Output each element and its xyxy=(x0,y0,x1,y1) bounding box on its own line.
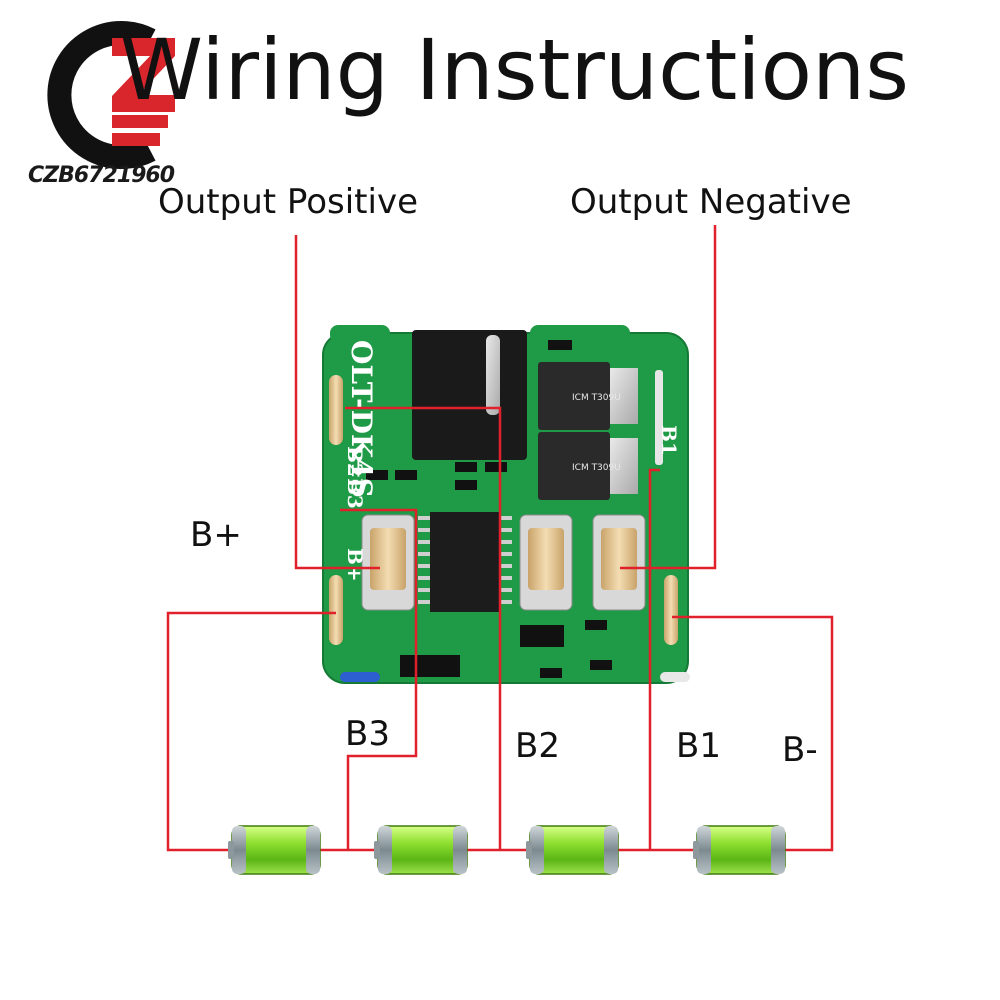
mosfet-lower xyxy=(538,432,610,500)
transistor-body xyxy=(412,330,527,460)
wire-b2 xyxy=(345,406,502,850)
label-b3: B3 xyxy=(345,714,390,754)
wire-output-positive xyxy=(294,235,380,570)
pcb-model-text: OLT-DK4S xyxy=(345,340,378,498)
pcb-board: OLT-DK4S B1 B2 B3 B+ ICM T309U ICM T309U xyxy=(322,325,690,684)
logo-z-mark xyxy=(112,38,175,112)
mosfet-text-upper: ICM T309U xyxy=(572,393,621,403)
pad-b1-area xyxy=(592,514,646,611)
label-b-plus: B+ xyxy=(190,515,242,555)
wire-stub-blue xyxy=(340,672,380,682)
label-b-minus: B- xyxy=(782,730,818,770)
mosfet-upper xyxy=(538,362,610,430)
watermark-text: CZB6721960 xyxy=(28,163,175,188)
pad-bplus-area xyxy=(361,514,415,611)
pcb-pad-label-b1: B1 xyxy=(657,425,681,456)
label-output-positive: Output Positive xyxy=(158,182,418,222)
battery-cell-3 xyxy=(526,825,619,875)
wire-output-negative xyxy=(620,225,717,570)
battery-cell-4 xyxy=(693,825,786,875)
edge-pad-left-bottom xyxy=(329,575,343,645)
battery-cell-2 xyxy=(374,825,468,875)
mosfet-tab-upper xyxy=(610,368,638,424)
pcb-pad-label-bplus: B+ xyxy=(343,548,367,582)
pcb-pad-label-b3: B3 xyxy=(343,478,367,509)
label-output-negative: Output Negative xyxy=(570,182,852,222)
pcb-tab-2 xyxy=(530,325,630,345)
wire-bplus xyxy=(166,611,336,852)
battery-cell-1 xyxy=(228,825,321,875)
wire-b3 xyxy=(340,508,418,850)
wire-stub-white xyxy=(660,672,690,682)
logo-arc xyxy=(47,21,156,169)
edge-wire-right xyxy=(655,370,663,465)
edge-pad-left-top xyxy=(329,375,343,445)
mosfet-tab-lower xyxy=(610,438,638,494)
mosfet-text-lower: ICM T309U xyxy=(572,463,621,473)
ic-chip xyxy=(430,512,500,612)
pcb-pad-label-b2: B2 xyxy=(343,446,367,477)
logo-bar-2 xyxy=(112,133,160,146)
label-b1: B1 xyxy=(676,726,721,766)
ic-pins xyxy=(418,516,512,604)
wire-bminus xyxy=(672,615,834,852)
brand-logo xyxy=(47,21,175,169)
transistor-pin xyxy=(486,335,500,415)
pcb-tab xyxy=(330,325,390,343)
edge-pad-right-bottom xyxy=(664,575,678,645)
label-b2: B2 xyxy=(515,726,560,766)
wire-b1 xyxy=(648,468,660,850)
page-title: Wiring Instructions xyxy=(120,21,910,119)
logo-bar-1 xyxy=(112,115,168,128)
pad-b2-area xyxy=(519,514,573,611)
red-wires xyxy=(166,225,834,852)
